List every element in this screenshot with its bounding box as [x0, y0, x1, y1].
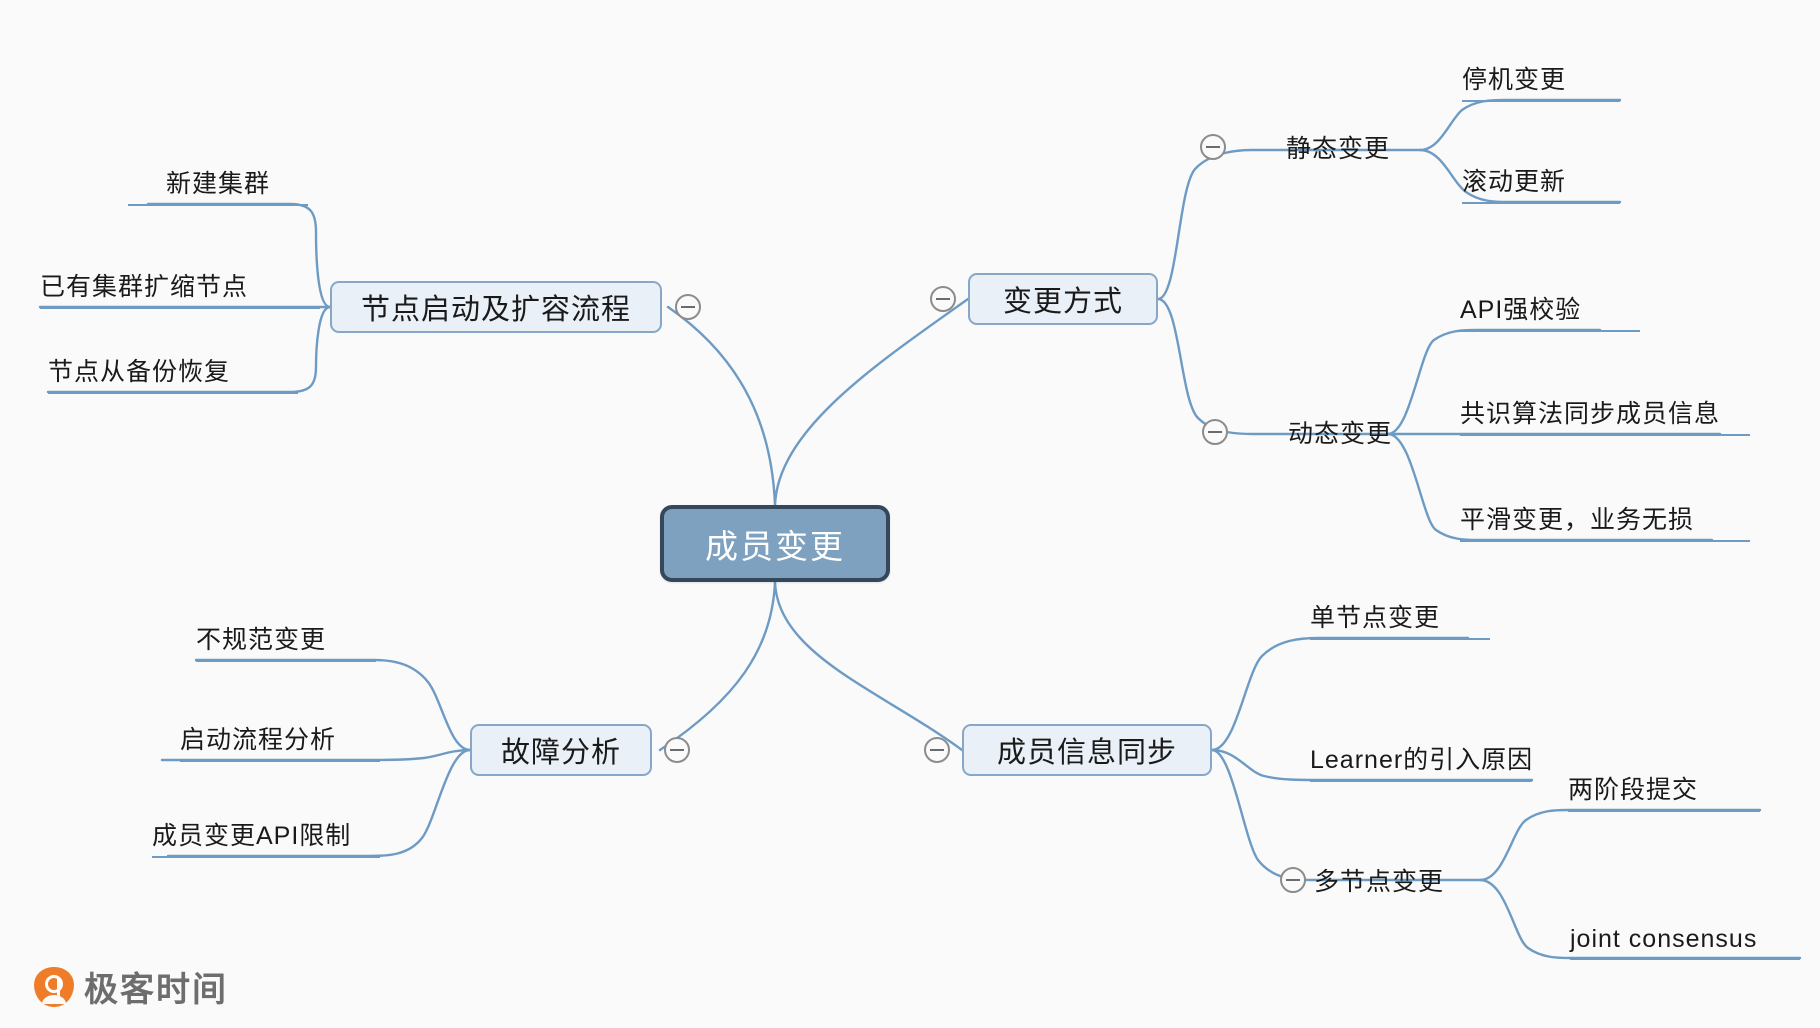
link-static-c1 — [1418, 98, 1622, 152]
leaf-single-node-change-label: 单节点变更 — [1310, 604, 1441, 632]
leaf-restore-from-backup[interactable]: 节点从备份恢复 — [48, 348, 298, 394]
sub-node-static-change[interactable]: 静态变更 — [1244, 125, 1434, 169]
leaf-joint-consensus-label: joint consensus — [1570, 925, 1758, 953]
collapse-toggle-static-change[interactable] — [1200, 134, 1226, 160]
leaf-api-strict-validation-label: API强校验 — [1460, 296, 1582, 324]
branch-node-member-sync[interactable]: 成员信息同步 — [962, 724, 1212, 776]
collapse-toggle-change-method[interactable] — [930, 286, 956, 312]
geektime-logo: 极客时间 — [34, 962, 228, 1011]
link-root-member-sync — [773, 580, 964, 752]
leaf-consensus-sync-member-info[interactable]: 共识算法同步成员信息 — [1460, 390, 1750, 436]
leaf-scale-existing-cluster-label: 已有集群扩缩节点 — [40, 273, 249, 301]
leaf-member-change-api-limit[interactable]: 成员变更API限制 — [152, 812, 380, 858]
sub-node-dynamic-change-label: 动态变更 — [1288, 420, 1393, 448]
link-change-static-helper — [1158, 150, 1206, 299]
geektime-wordmark: 极客时间 — [84, 971, 228, 1009]
leaf-smooth-change-no-loss[interactable]: 平滑变更，业务无损 — [1460, 496, 1750, 542]
branch-node-change-method-label: 变更方式 — [1002, 286, 1123, 318]
leaf-scale-existing-cluster[interactable]: 已有集群扩缩节点 — [40, 263, 320, 309]
link-change-method-static-line — [1156, 148, 1422, 301]
branch-node-fault-analysis[interactable]: 故障分析 — [470, 724, 652, 776]
link-multinode-c1 — [1478, 808, 1762, 882]
leaf-learner-reason[interactable]: Learner的引入原因 — [1310, 736, 1532, 782]
leaf-smooth-change-no-loss-label: 平滑变更，业务无损 — [1460, 506, 1695, 534]
leaf-member-change-api-limit-label: 成员变更API限制 — [152, 822, 352, 850]
leaf-new-cluster[interactable]: 新建集群 — [128, 160, 308, 206]
sub-node-dynamic-change[interactable]: 动态变更 — [1246, 410, 1436, 454]
link-change-method-static — [1158, 150, 1252, 299]
branch-node-startup-label: 节点启动及扩容流程 — [360, 294, 631, 326]
leaf-new-cluster-label: 新建集群 — [165, 170, 270, 198]
leaf-joint-consensus[interactable]: joint consensus — [1570, 914, 1800, 960]
branch-node-fault-analysis-label: 故障分析 — [500, 737, 621, 769]
branch-node-change-method[interactable]: 变更方式 — [968, 273, 1158, 325]
leaf-nonstandard-change[interactable]: 不规范变更 — [196, 616, 376, 662]
leaf-two-phase-commit-label: 两阶段提交 — [1568, 776, 1699, 804]
leaf-rolling-update[interactable]: 滚动更新 — [1462, 158, 1620, 204]
geektime-drop-icon — [34, 966, 74, 1007]
link-root-change-method — [773, 297, 970, 507]
collapse-toggle-startup[interactable] — [675, 294, 701, 320]
collapse-toggle-multi-node-change[interactable] — [1280, 867, 1306, 893]
leaf-api-strict-validation[interactable]: API强校验 — [1460, 286, 1640, 332]
collapse-toggle-fault-analysis[interactable] — [664, 737, 690, 763]
collapse-toggle-dynamic-change[interactable] — [1202, 419, 1228, 445]
root-node[interactable]: 成员变更 — [660, 505, 890, 582]
sub-node-multi-node-change-label: 多节点变更 — [1314, 868, 1445, 896]
link-sync-c1 — [1210, 636, 1470, 752]
link-root-startup — [666, 305, 777, 507]
leaf-startup-flow-analysis[interactable]: 启动流程分析 — [180, 716, 380, 762]
leaf-downtime-change[interactable]: 停机变更 — [1462, 56, 1620, 102]
leaf-restore-from-backup-label: 节点从备份恢复 — [48, 358, 231, 386]
sub-node-static-change-label: 静态变更 — [1286, 135, 1391, 163]
leaf-rolling-update-label: 滚动更新 — [1462, 168, 1567, 196]
leaf-learner-reason-label: Learner的引入原因 — [1310, 746, 1534, 774]
collapse-toggle-member-sync[interactable] — [924, 737, 950, 763]
sub-node-multi-node-change[interactable]: 多节点变更 — [1272, 858, 1482, 902]
leaf-two-phase-commit[interactable]: 两阶段提交 — [1568, 766, 1760, 812]
branch-node-member-sync-label: 成员信息同步 — [996, 737, 1177, 769]
link-root-fault — [658, 580, 777, 752]
leaf-startup-flow-analysis-label: 启动流程分析 — [180, 726, 337, 754]
leaf-consensus-sync-member-info-label: 共识算法同步成员信息 — [1460, 400, 1721, 428]
root-node-label: 成员变更 — [705, 527, 845, 565]
branch-node-startup[interactable]: 节点启动及扩容流程 — [330, 281, 662, 333]
leaf-downtime-change-label: 停机变更 — [1462, 66, 1567, 94]
leaf-nonstandard-change-label: 不规范变更 — [196, 626, 327, 654]
leaf-single-node-change[interactable]: 单节点变更 — [1310, 594, 1490, 640]
